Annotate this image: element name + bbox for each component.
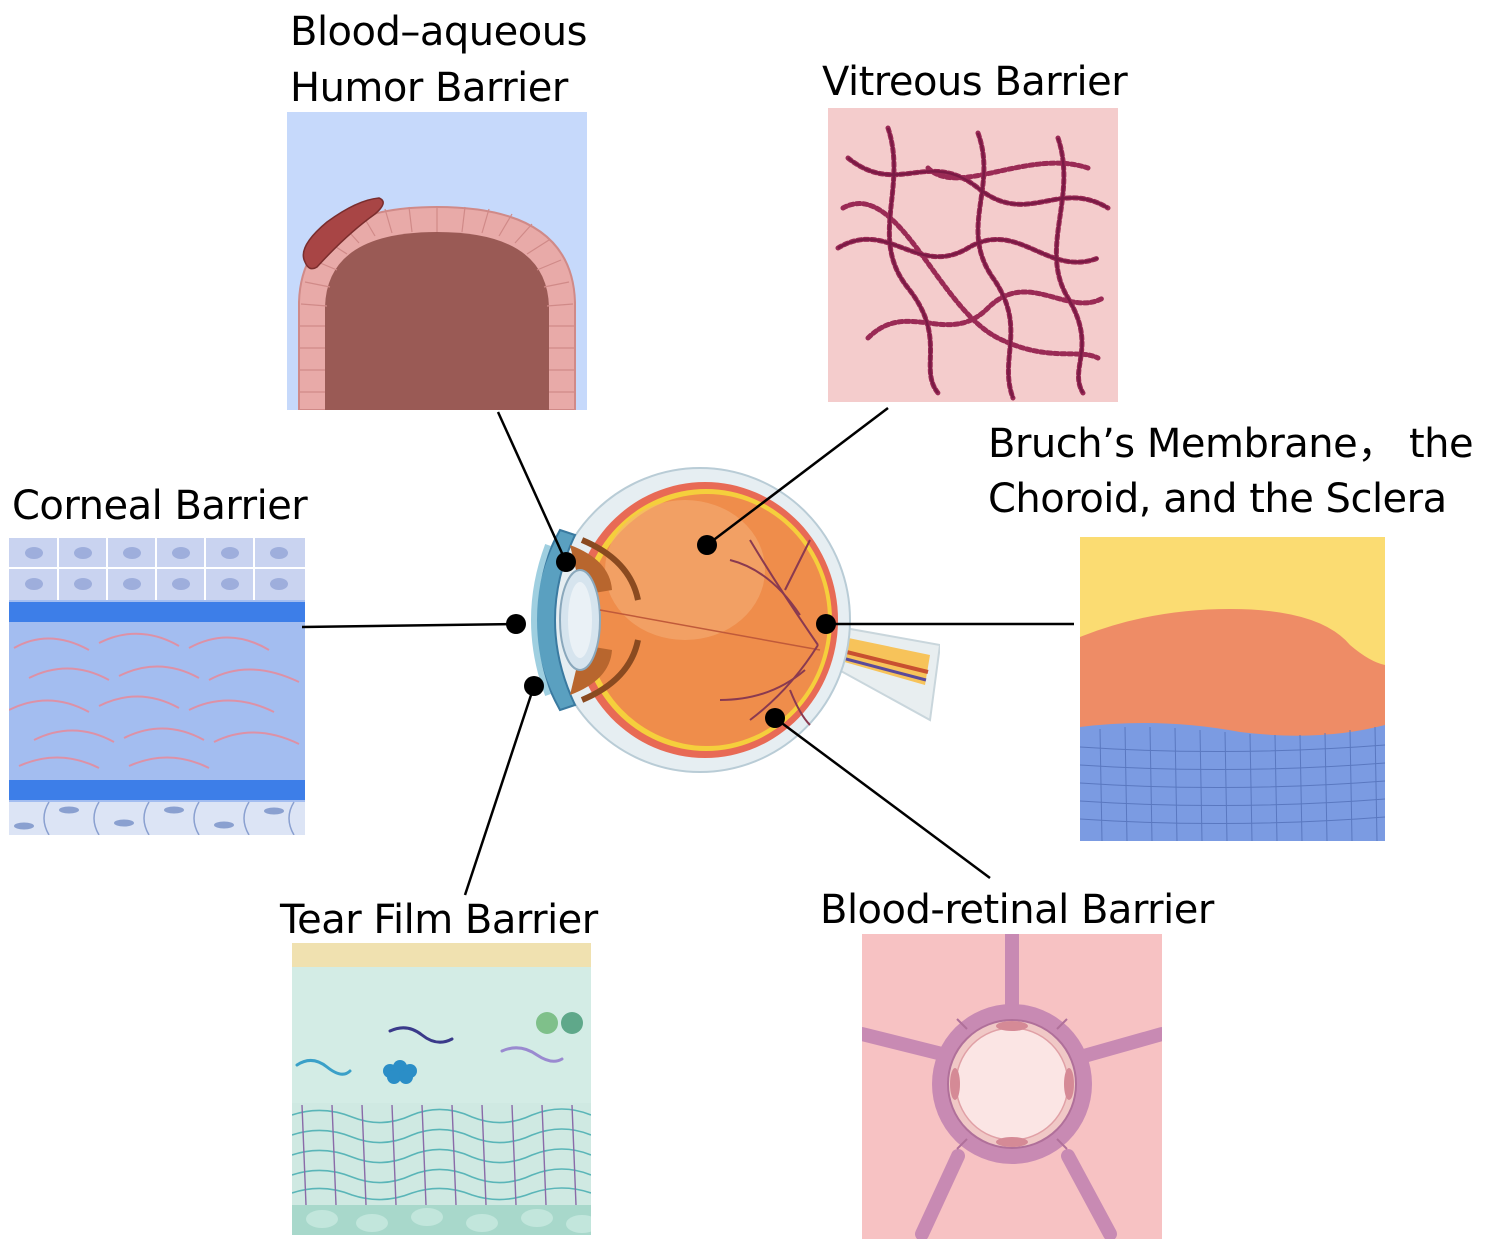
vitreous-barrier-panel xyxy=(828,108,1118,402)
tear-film-panel xyxy=(292,943,591,1235)
vitreous-label: Vitreous Barrier xyxy=(822,59,1128,105)
aqueous-label-line2: Humor Barrier xyxy=(290,65,568,111)
bruch-label-line1: Bruch’s Membrane， the xyxy=(988,421,1474,467)
bruch-choroid-sclera-panel xyxy=(1080,537,1385,841)
connector-tear xyxy=(463,685,536,896)
dot-tear xyxy=(524,676,544,696)
dot-aqueous xyxy=(556,552,576,572)
aqueous-label-line1: Blood–aqueous xyxy=(290,9,587,55)
connector-retinal xyxy=(774,716,991,880)
dot-corneal xyxy=(506,614,526,634)
connector-vitreous xyxy=(706,407,889,546)
bruch-label-line2: Choroid, and the Sclera xyxy=(988,476,1447,522)
retinal-label: Blood-retinal Barrier xyxy=(820,887,1214,933)
connector-aqueous xyxy=(496,411,568,563)
connector-corneal xyxy=(301,622,517,629)
dot-vitreous xyxy=(697,535,717,555)
corneal-barrier-panel xyxy=(9,538,305,835)
dot-retinal xyxy=(765,708,785,728)
eye-cross-section xyxy=(500,450,940,790)
blood-retinal-panel xyxy=(862,934,1162,1239)
corneal-label: Corneal Barrier xyxy=(12,483,308,529)
dot-bruch xyxy=(816,614,836,634)
aqueous-barrier-panel xyxy=(287,112,587,410)
tear-label: Tear Film Barrier xyxy=(280,897,598,943)
